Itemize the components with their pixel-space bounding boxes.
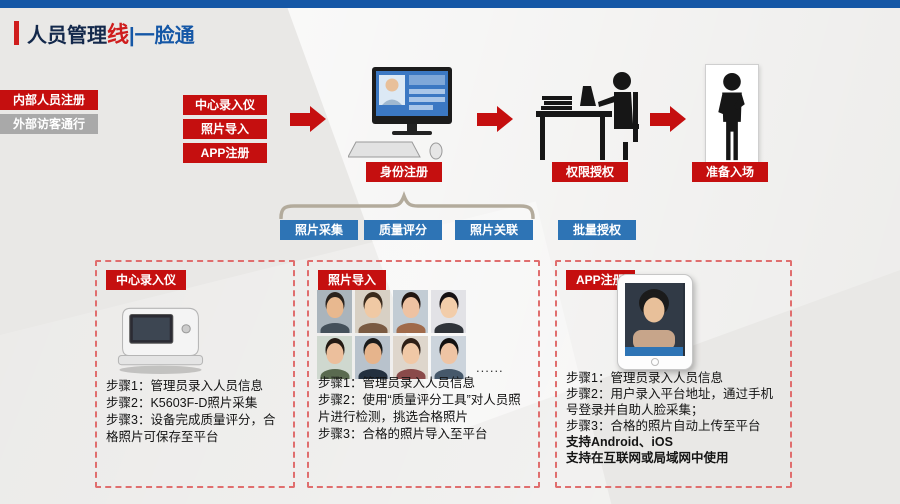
stage-ready-enter: 准备入场 [692, 162, 768, 182]
page-title: 人员管理 线 |一脸通 [14, 17, 195, 49]
step-line: 步骤2：K5603F-D照片采集 [106, 396, 258, 410]
panel-steps: 步骤1：管理员录入人员信息 步骤2：用户录入平台地址，通过手机号登录并自助人脸采… [566, 370, 782, 466]
top-accent-bar [0, 0, 900, 8]
standing-person-card [705, 64, 759, 164]
panel-title: 照片导入 [318, 270, 387, 290]
title-text-blue: |一脸通 [129, 24, 195, 47]
desktop-computer-icon [347, 66, 456, 162]
phone-screen [625, 283, 685, 356]
step-line: 步骤1：管理员录入人员信息 [106, 379, 263, 393]
face-photo [393, 290, 428, 333]
step-line: 步骤3：合格的照片导入至平台 [318, 427, 488, 441]
smartphone-image [617, 274, 693, 370]
support-note: 支持在互联网或局域网中使用 [566, 451, 729, 465]
title-text-main: 人员管理 [27, 24, 107, 47]
substep-photo-collection: 照片采集 [280, 220, 358, 240]
face-photo [317, 336, 352, 379]
face-photo [393, 336, 428, 379]
flow-arrow-icon [650, 106, 686, 132]
panel-app-registration: APP注册 步骤1：管理员录入人员信息 步骤2：用户录入平台地址，通过手机号登录… [555, 260, 792, 488]
arrow-head [497, 106, 513, 132]
input-method-center-device: 中心录入仪 [183, 95, 267, 115]
input-method-list: 中心录入仪 照片导入 APP注册 [183, 95, 267, 163]
substep-quality-score: 质量评分 [364, 220, 442, 240]
panel-steps: 步骤1：管理员录入人员信息 步骤2：使用“质量评分工具”对人员照片进行检测，挑选… [318, 375, 530, 443]
substep-photo-association: 照片关联 [455, 220, 533, 240]
arrow-head [670, 106, 686, 132]
flow-arrow-icon [477, 106, 513, 132]
step-line: 步骤1：管理员录入人员信息 [566, 371, 723, 385]
face-photo [431, 290, 466, 333]
panel-photo-import: 照片导入 ...... 步骤1：管理员录入人员信息 步骤2：使用“质量评分工具”… [307, 260, 540, 488]
authorization-desk-icon [536, 70, 640, 162]
flow-arrow-icon [290, 106, 326, 132]
brace-connector [279, 191, 535, 219]
panel-title: 中心录入仪 [106, 270, 187, 290]
arrow-shaft [650, 112, 670, 126]
label-internal-registration: 内部人员注册 [0, 90, 98, 110]
arrow-head [310, 106, 326, 132]
panel-center-entry-device: 中心录入仪 步骤1：管理员录入人员信息 步骤2：K5603F-D照片采集 步骤3… [95, 260, 295, 488]
person-standing-icon [718, 72, 745, 161]
arrow-shaft [290, 112, 310, 126]
face-photo [317, 290, 352, 333]
substep-batch-authorization: 批量授权 [558, 220, 636, 240]
face-photo-grid: ...... [317, 290, 534, 385]
arrow-shaft [477, 112, 497, 126]
support-note: 支持Android、iOS [566, 435, 673, 449]
stage-permission-authorization: 权限授权 [552, 162, 628, 182]
scanner-device-image [111, 296, 211, 376]
face-photo [355, 336, 390, 379]
step-line: 步骤2：用户录入平台地址，通过手机号登录并自助人脸采集； [566, 387, 773, 417]
title-accent-bar [14, 21, 19, 45]
phone-home-button [651, 358, 659, 366]
face-photo [431, 336, 466, 379]
input-method-app: APP注册 [183, 143, 267, 163]
step-line: 步骤3：合格的照片自动上传至平台 [566, 419, 761, 433]
title-text-red: 线 [107, 22, 130, 47]
stage-identity-registration: 身份注册 [366, 162, 442, 182]
face-photo [355, 290, 390, 333]
ellipsis-text: ...... [476, 360, 504, 375]
panel-steps: 步骤1：管理员录入人员信息 步骤2：K5603F-D照片采集 步骤3：设备完成质… [106, 378, 285, 446]
photo-grid [317, 290, 472, 379]
label-external-visitor: 外部访客通行 [0, 114, 98, 134]
step-line: 步骤2：使用“质量评分工具”对人员照片进行检测，挑选合格照片 [318, 393, 521, 424]
step-line: 步骤1：管理员录入人员信息 [318, 376, 475, 390]
step-line: 步骤3：设备完成质量评分，合格照片可保存至平台 [106, 413, 276, 444]
input-method-photo-import: 照片导入 [183, 119, 267, 139]
